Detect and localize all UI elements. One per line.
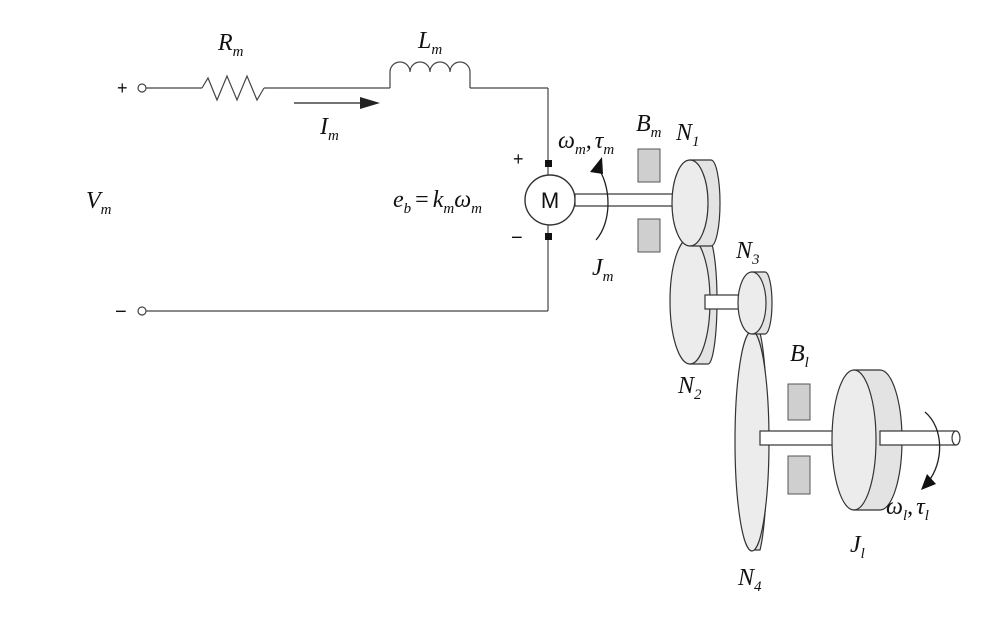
load-damper-top: [787, 383, 811, 421]
minus-terminal-node: [137, 306, 147, 316]
output-shaft: [759, 430, 843, 446]
motor-terminal-top: [545, 160, 552, 167]
plus-terminal-node: [137, 83, 147, 93]
motor-rotation-arrowhead: [590, 157, 603, 174]
current-label: Im: [319, 114, 339, 144]
load-speed-torque-label: ωl,τl: [886, 494, 929, 524]
load-damping-label: Bl: [790, 341, 809, 371]
minus-terminal-label: −: [115, 301, 127, 323]
load-rotation-arrowhead: [921, 474, 936, 490]
load-shaft-end: [951, 430, 961, 446]
inductor: [389, 61, 471, 88]
gear-n3-label: N3: [735, 238, 760, 268]
load-rotation-arc: [924, 411, 941, 483]
motor-minus-label: −: [511, 227, 523, 249]
motor-terminal-bottom: [545, 233, 552, 240]
motor-damper-top: [637, 148, 661, 183]
electrical-circuit: + Rm Lm Im Vm − + − M: [86, 28, 576, 323]
load-damper-bottom: [787, 455, 811, 495]
motor-label: M: [541, 188, 559, 213]
gear-n4-label: N4: [737, 565, 762, 595]
load-shaft: [879, 430, 957, 446]
gear-n2: [669, 237, 711, 365]
inductor-label: Lm: [417, 28, 442, 58]
resistor: [201, 74, 265, 102]
resistor-label: Rm: [217, 30, 244, 60]
load-inertia-disc: [831, 369, 877, 511]
motor-plus-label: +: [513, 149, 524, 169]
gear-n3: [737, 271, 767, 335]
motor-damper-bottom: [637, 218, 661, 253]
current-arrow-head: [360, 97, 380, 109]
gear-n1: [671, 159, 709, 247]
plus-terminal-label: +: [117, 78, 128, 98]
back-emf-label: eb=kmωm: [393, 187, 482, 217]
motor-damping-label: Bm: [636, 111, 662, 141]
motor-shaft: [574, 193, 679, 207]
gear-n1-label: N1: [675, 120, 700, 150]
gear-n2-label: N2: [677, 373, 702, 403]
load-inertia-label: Jl: [850, 532, 865, 562]
motor-inertia-label: Jm: [592, 255, 614, 285]
voltage-label: Vm: [86, 188, 112, 218]
motor-speed-torque-label: ωm,τm: [558, 128, 614, 158]
mechanical-system: ωm,τm Jm Bm N1 N2 N3 N4 Bl Jl ωl,τl: [558, 111, 961, 595]
